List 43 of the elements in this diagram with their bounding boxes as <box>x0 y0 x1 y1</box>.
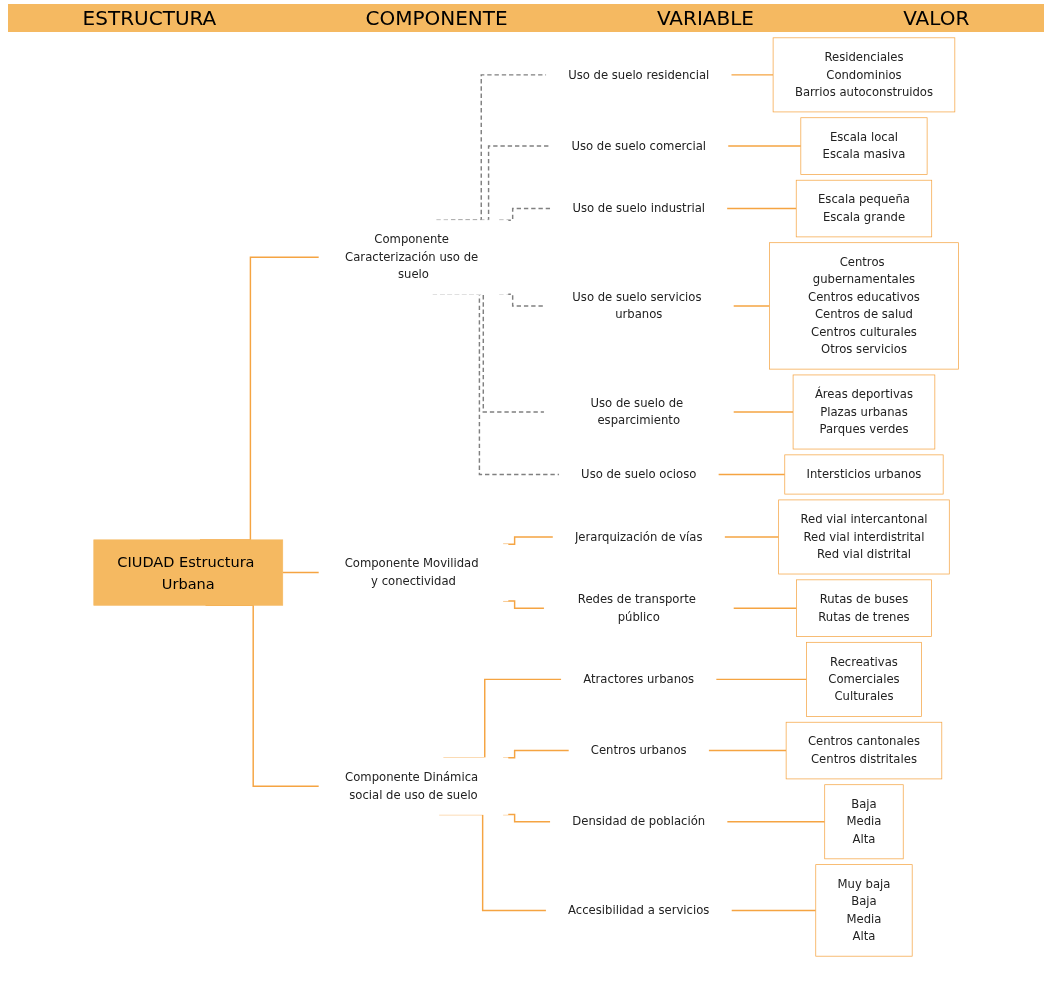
connector <box>717 473 786 476</box>
node-text: Redes de transporte público <box>577 592 696 624</box>
node-text: Densidad de población <box>572 814 706 829</box>
connector <box>726 821 826 823</box>
column-header: ESTRUCTURA <box>82 6 217 30</box>
connector <box>281 571 320 574</box>
node-box: Residenciales Condominios Barrios autoconstruidos <box>772 37 956 113</box>
connector <box>727 145 802 147</box>
connector <box>723 536 780 538</box>
column-header: VARIABLE <box>656 6 754 30</box>
node-text: Uso de suelo industrial <box>572 201 705 216</box>
node-box: Escala local Escala masiva <box>800 117 928 175</box>
connector <box>732 607 798 609</box>
node-box: Centros cantonales Centros distritales <box>785 721 943 780</box>
node-box: Intersticios urbanos <box>784 454 944 495</box>
node-text: Centros urbanos <box>590 743 687 758</box>
node-box: CIUDAD Estructura Urbana <box>93 539 283 606</box>
connector <box>732 305 771 307</box>
node-text: Uso de suelo residencial <box>568 67 710 82</box>
connector <box>725 207 797 210</box>
connector <box>715 678 808 681</box>
connector <box>732 411 794 413</box>
node-box: Rutas de buses Rutas de trenes <box>796 579 932 637</box>
node-box: Áreas deportivas Plazas urbanas Parques verdes <box>792 374 936 450</box>
node-box: Baja Media Alta <box>824 784 904 860</box>
node-box: Muy baja Baja Media Alta <box>815 864 913 957</box>
node-text: Uso de suelo ocioso <box>581 467 697 482</box>
node-box: Centros gubernamentales Centros educativos Centros de salud Centros culturales Otros servicios <box>769 242 959 370</box>
node-text: Uso de suelo servicios urbanos <box>572 289 702 322</box>
node-text: Accesibilidad a servicios <box>567 903 710 917</box>
node-text: Uso de suelo de esparcimiento <box>590 396 684 428</box>
node-text: Jerarquización de vías <box>574 529 703 544</box>
node-text: Atractores urbanos <box>583 672 695 686</box>
connector <box>707 749 787 752</box>
node-box: Escala pequeña Escala grande <box>795 179 932 238</box>
connector <box>730 909 817 912</box>
node-text: Componente Movilidad y conectividad <box>344 556 479 588</box>
column-header: VALOR <box>903 6 970 30</box>
connector <box>730 74 774 76</box>
node-box: Red vial intercantonal Red vial interdistrital Red vial distrital <box>778 499 950 575</box>
node-text: Uso de suelo comercial <box>571 138 706 153</box>
node-box: Recreativas Comerciales Culturales <box>805 641 922 717</box>
column-header: COMPONENTE <box>365 6 508 30</box>
